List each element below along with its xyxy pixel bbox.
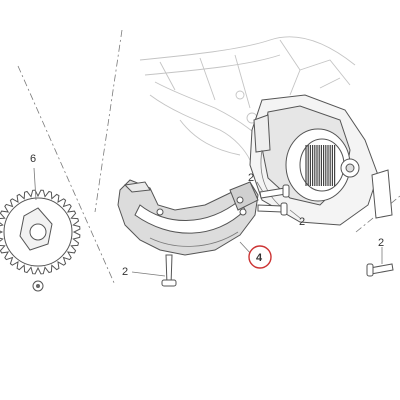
callout-screw-bottom: 2 [122, 266, 128, 278]
callout-sprocket: 6 [30, 153, 36, 165]
screw-right [257, 202, 288, 216]
frame-ghost [139, 36, 356, 161]
callout-screw-right: 2 [299, 216, 305, 228]
callout-skid-plate[interactable]: 4 [256, 252, 263, 264]
screw-far-right [366, 263, 394, 277]
screw-top [259, 184, 290, 199]
highlight-circle [248, 245, 272, 269]
callout-screw-far-right: 2 [378, 237, 384, 249]
screw-bottom [161, 254, 177, 287]
drive-motor-unit [249, 94, 393, 226]
chainring [0, 189, 81, 292]
callout-screw-top: 2 [248, 172, 254, 184]
leader-lines [33, 167, 383, 277]
screw-group [161, 184, 394, 287]
section-lines [17, 29, 400, 286]
skid-plate [117, 179, 259, 256]
